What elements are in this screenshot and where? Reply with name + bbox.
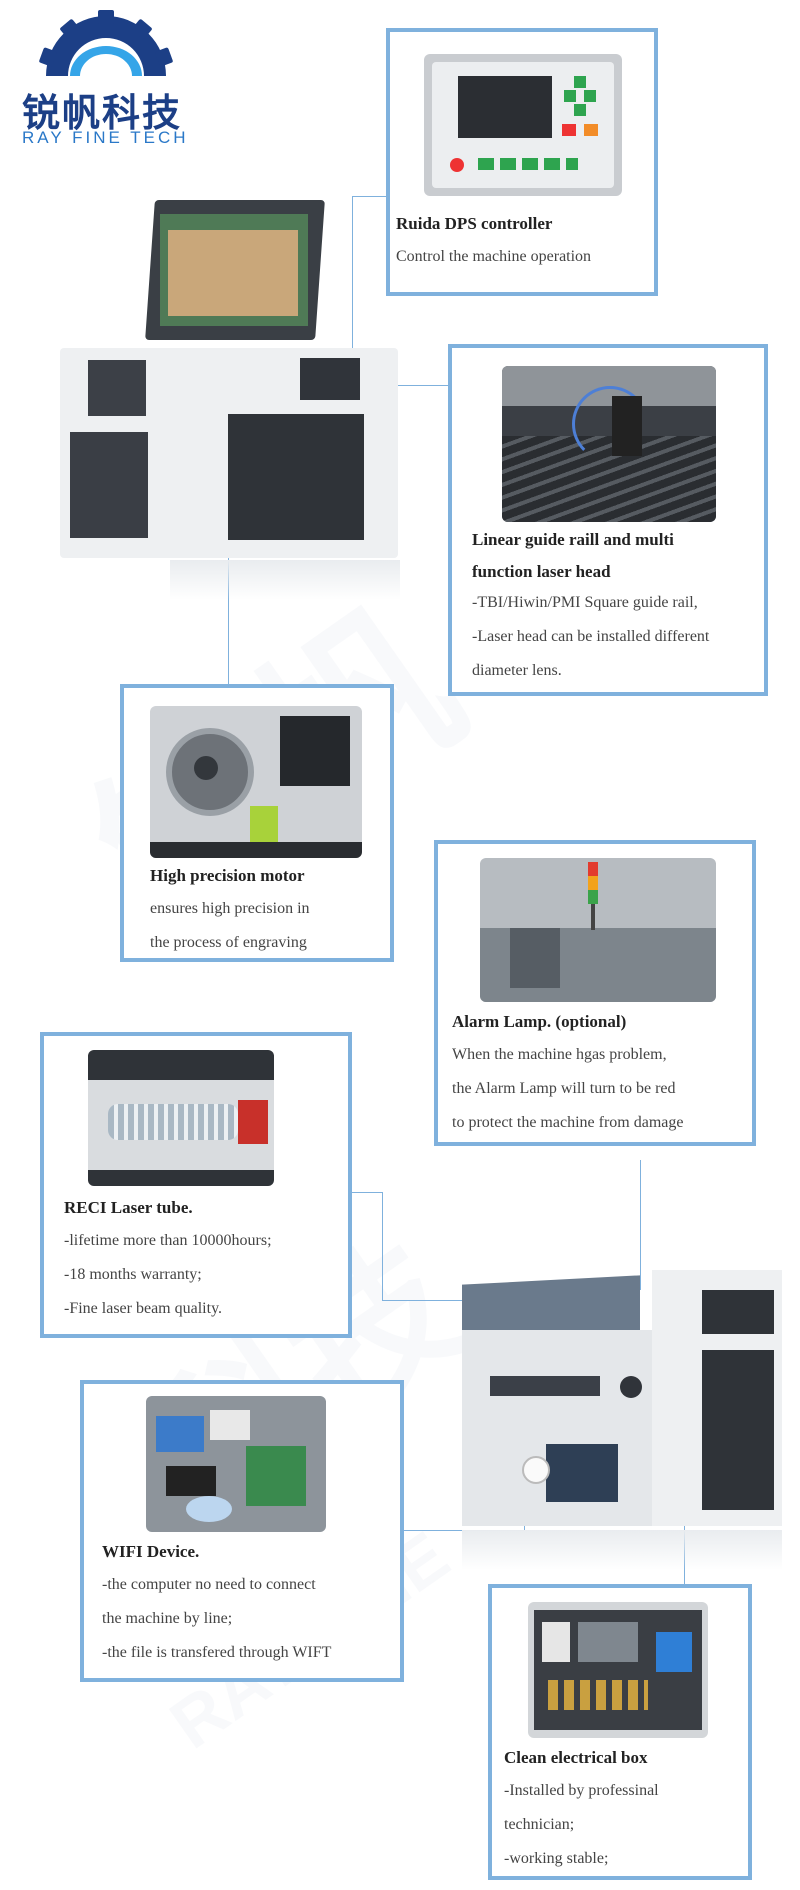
feature-title: RECI Laser tube.: [64, 1198, 193, 1217]
connector-line: [382, 1300, 462, 1301]
feature-text: the machine by line;: [102, 1610, 233, 1627]
feature-card-alarm: Alarm Lamp. (optional) When the machine …: [434, 840, 756, 1146]
brand-name-cn: 锐帆科技: [22, 91, 183, 135]
laser-tube-photo: [88, 1050, 274, 1186]
feature-text: -lifetime more than 10000hours;: [64, 1232, 272, 1249]
guide-rail-photo: [502, 366, 716, 522]
connector-line: [352, 1192, 382, 1193]
laser-machine-image-top: [60, 200, 400, 600]
feature-title: Ruida DPS controller: [396, 214, 553, 233]
feature-title: Clean electrical box: [504, 1748, 648, 1767]
feature-text: -the file is transfered through WIFT: [102, 1644, 332, 1661]
feature-text: -TBI/Hiwin/PMI Square guide rail,: [472, 594, 698, 611]
feature-text: -18 months warranty;: [64, 1266, 202, 1283]
feature-text: diameter lens.: [472, 662, 562, 679]
controller-photo: [424, 54, 622, 196]
feature-text: ensures high precision in: [150, 900, 310, 917]
feature-card-laser-tube: RECI Laser tube. -lifetime more than 100…: [40, 1032, 352, 1338]
feature-card-electrical: Clean electrical box -Installed by profe…: [488, 1584, 752, 1880]
laser-machine-image-bottom: [462, 1270, 782, 1570]
wifi-device-photo: [146, 1396, 326, 1532]
electrical-box-photo: [528, 1602, 708, 1738]
feature-text: When the machine hgas problem,: [452, 1046, 667, 1063]
gear-logo-icon: [39, 10, 173, 76]
feature-text: to protect the machine from damage: [452, 1114, 684, 1131]
feature-card-wifi: WIFI Device. -the computer no need to co…: [80, 1380, 404, 1682]
feature-text: -Laser head can be installed different: [472, 628, 710, 645]
feature-text: -the computer no need to connect: [102, 1576, 316, 1593]
feature-title: WIFI Device.: [102, 1542, 200, 1561]
feature-card-controller: Ruida DPS controller Control the machine…: [386, 28, 658, 296]
feature-title: High precision motor: [150, 866, 305, 885]
feature-title: function laser head: [472, 562, 611, 581]
connector-line: [352, 196, 353, 360]
feature-text: -working stable;: [504, 1850, 609, 1867]
feature-text: the process of engraving: [150, 934, 307, 951]
alarm-lamp-photo: [480, 858, 716, 1002]
brand-name-en: RAY FINE TECH: [22, 128, 189, 147]
connector-line: [640, 1160, 641, 1290]
feature-card-guide-rail: Linear guide raill and multi function la…: [448, 344, 768, 696]
feature-text: the Alarm Lamp will turn to be red: [452, 1080, 676, 1097]
feature-text: Control the machine operation: [396, 248, 592, 265]
connector-line: [352, 196, 386, 197]
feature-title: Alarm Lamp. (optional): [452, 1012, 627, 1031]
connector-line: [382, 1192, 383, 1300]
feature-text: technician;: [504, 1816, 575, 1833]
feature-text: -Fine laser beam quality.: [64, 1300, 223, 1317]
feature-card-motor: High precision motor ensures high precis…: [120, 684, 394, 962]
motor-photo: [150, 706, 362, 858]
feature-title: Linear guide raill and multi: [472, 530, 674, 549]
feature-text: -Installed by professinal: [504, 1782, 659, 1799]
